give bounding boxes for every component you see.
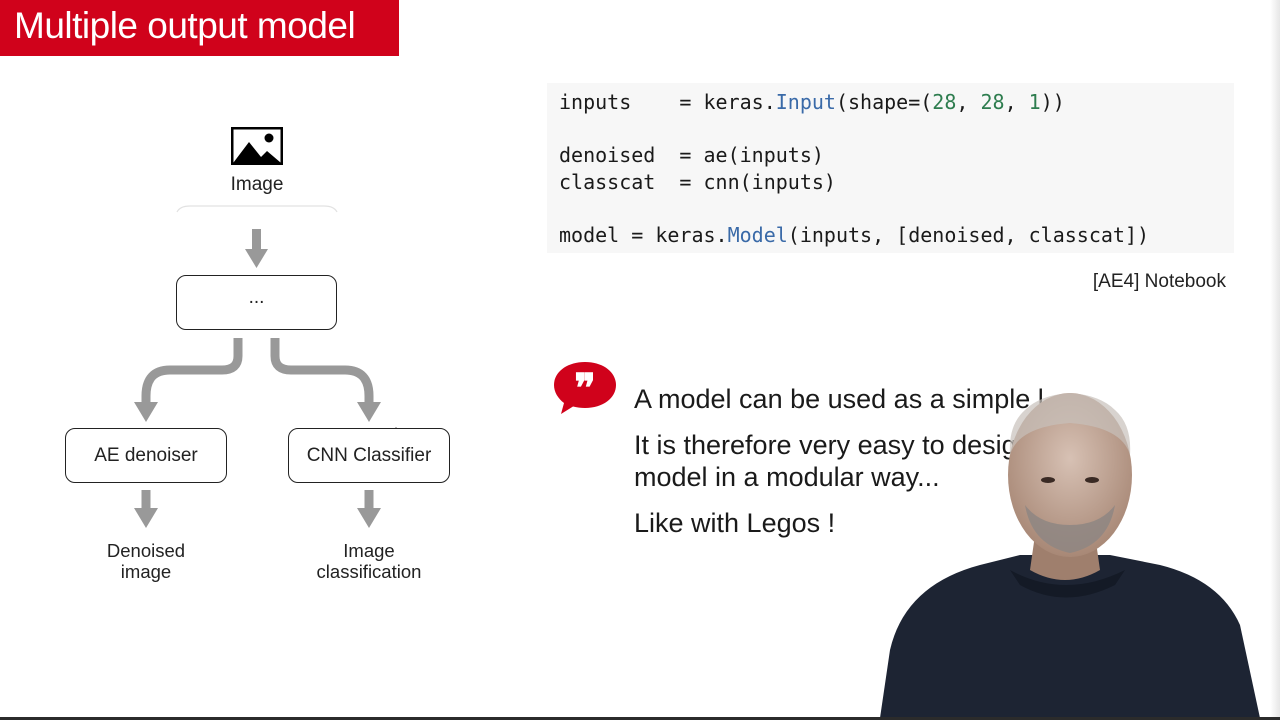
classification-line1: Image xyxy=(343,540,395,561)
presenter-sweater xyxy=(880,555,1260,718)
ae-denoiser-box: AE denoiser xyxy=(65,428,227,483)
quote-line-1: A model can be used as a simple l xyxy=(634,384,1044,414)
arrow-curve-left-icon xyxy=(141,338,243,404)
code-blank-line xyxy=(559,195,1234,222)
notebook-reference: [AE4] Notebook xyxy=(1092,271,1226,292)
arrow-head-right xyxy=(357,402,381,422)
hidden-box-label: ... xyxy=(248,286,265,308)
cnn-classifier-box: CNN Classifier xyxy=(288,428,450,483)
denoised-line2: image xyxy=(120,561,172,582)
svg-text:❞: ❞ xyxy=(574,366,596,411)
classification-line2: classification xyxy=(316,561,422,582)
presenter-video xyxy=(880,393,1260,718)
quote-text: A model can be used as a simple l It is … xyxy=(634,383,1194,553)
arrow-down-icon xyxy=(134,490,158,528)
cnn-classifier-label: CNN Classifier xyxy=(306,444,432,466)
code-blank-line xyxy=(559,116,1234,143)
arrow-down-icon xyxy=(357,490,381,528)
arrow-down-icon xyxy=(245,229,268,268)
slide-title: Multiple output model xyxy=(0,0,399,56)
arrow-head-left xyxy=(134,402,158,422)
code-block: inputs = keras.Input(shape=(28, 28, 1)) … xyxy=(547,83,1234,253)
code-line-inputs: inputs = keras.Input(shape=(28, 28, 1)) xyxy=(559,90,1065,114)
quote-line-3: Like with Legos ! xyxy=(634,508,836,538)
denoised-image-label: Denoised image xyxy=(76,540,216,582)
code-line-denoised: denoised = ae(inputs) xyxy=(559,143,824,167)
denoised-line1: Denoised xyxy=(106,540,186,561)
diagram-arrows xyxy=(134,205,402,528)
input-bracket xyxy=(176,205,338,213)
right-edge xyxy=(1270,0,1280,720)
code-line-model: model = keras.Model(inputs, [denoised, c… xyxy=(559,222,1150,247)
hidden-layers-box: ... xyxy=(176,275,337,330)
image-classification-label: Image classification xyxy=(289,540,449,582)
code-line-classcat: classcat = cnn(inputs) xyxy=(559,169,836,194)
arrow-curve-right-icon xyxy=(270,338,374,404)
model-diagram: Image ... AE denoiser CNN Classifier Den… xyxy=(0,0,520,720)
speech-quote-icon: ❞ xyxy=(554,362,616,414)
bottom-edge xyxy=(0,717,1280,720)
image-icon xyxy=(231,127,283,165)
presenter-head xyxy=(1008,393,1132,557)
input-label: Image xyxy=(230,174,284,195)
presenter-beard xyxy=(1025,505,1115,553)
ae-denoiser-label: AE denoiser xyxy=(94,444,198,466)
